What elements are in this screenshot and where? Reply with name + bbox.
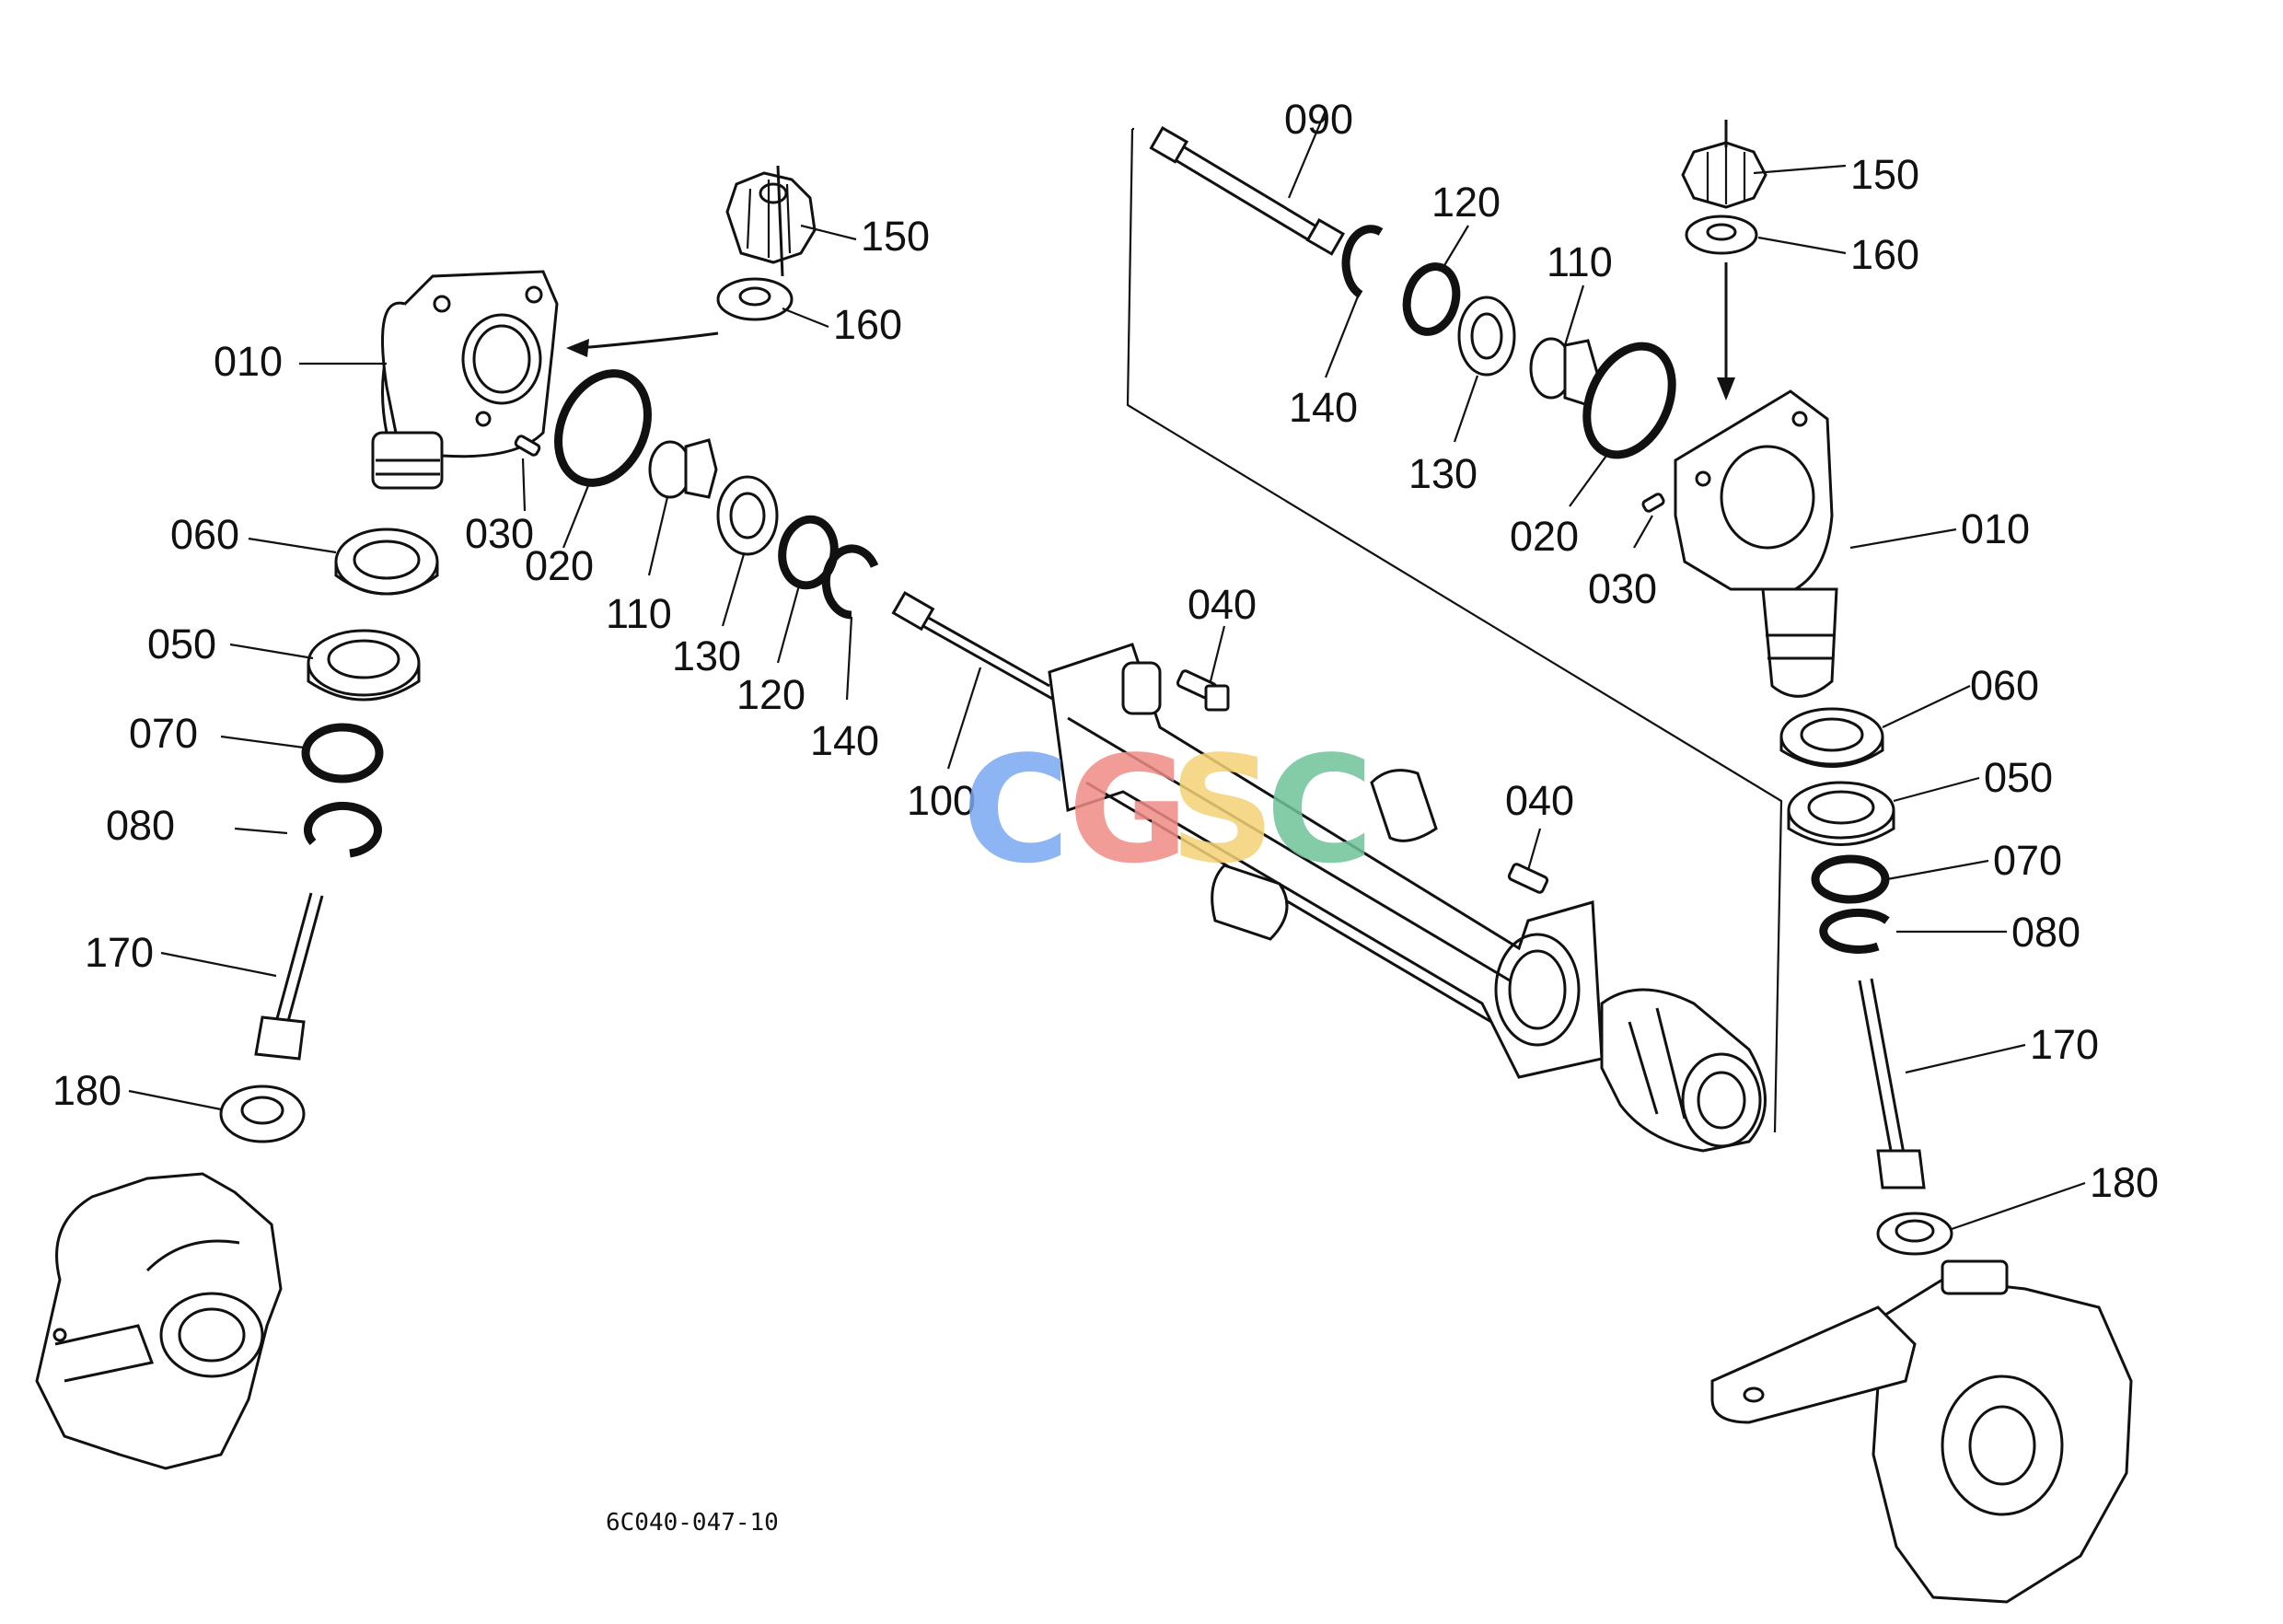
right-bearing-160 <box>1685 215 1758 255</box>
callout-030-left: 030 <box>465 510 534 557</box>
left-snap-ring-080 <box>304 802 382 858</box>
callout-120-right: 120 <box>1431 179 1501 226</box>
callout-090: 090 <box>1284 96 1353 143</box>
right-bearing-050 <box>1787 781 1895 846</box>
callout-060-right: 060 <box>1970 662 2039 709</box>
diagram-code: 6C040-047-10 <box>606 1509 779 1537</box>
callout-050-left: 050 <box>147 621 216 667</box>
callout-140-left: 140 <box>810 717 879 764</box>
callout-070-left: 070 <box>129 710 198 757</box>
callout-050-right: 050 <box>1984 754 2053 801</box>
callouts-left: 010 020 030 050 060 070 080 110 120 130 … <box>52 213 930 1114</box>
left-seal-060 <box>334 528 439 596</box>
callout-080-left: 080 <box>106 802 175 849</box>
left-gear-case-010 <box>371 270 559 490</box>
left-bearing-180 <box>219 1085 306 1143</box>
left-shaft-170 <box>254 892 324 1061</box>
left-snap-ring-140 <box>821 544 879 620</box>
right-ring-070 <box>1811 854 1890 904</box>
right-seal-060 <box>1779 707 1884 768</box>
callout-170-right: 170 <box>2030 1021 2099 1068</box>
center-shaft-100 <box>891 591 1055 702</box>
callouts-center: 040 040 100 <box>907 581 1574 824</box>
left-gear-150 <box>725 165 817 277</box>
callout-130-left: 130 <box>672 632 741 679</box>
left-o-ring-020 <box>554 369 652 487</box>
right-knuckle-housing <box>1710 1259 2133 1604</box>
callout-100: 100 <box>907 777 976 824</box>
callout-170-left: 170 <box>85 929 154 976</box>
callout-120-left: 120 <box>736 671 805 718</box>
right-snap-ring-080 <box>1819 908 1890 954</box>
right-bearing-130 <box>1457 296 1516 377</box>
differential-unit <box>1600 988 1767 1153</box>
callout-110-right: 110 <box>1547 238 1613 285</box>
left-pin-030 <box>514 435 541 457</box>
left-bearing-050 <box>307 629 421 702</box>
axle-tube <box>1048 643 1604 1079</box>
callout-020-left: 020 <box>525 542 594 589</box>
watermark-letter-g: G <box>1068 724 1188 896</box>
left-ring-070 <box>301 723 384 783</box>
callout-160-right: 160 <box>1850 231 1919 278</box>
callout-140-right: 140 <box>1289 384 1358 431</box>
left-bearing-160 <box>716 277 794 321</box>
callout-130-right: 130 <box>1408 450 1478 497</box>
callout-030-right: 030 <box>1588 565 1657 612</box>
callout-180-left: 180 <box>52 1067 122 1114</box>
callout-040-top: 040 <box>1188 581 1257 628</box>
bolt-040-bottom <box>1507 863 1549 894</box>
right-o-ring-020 <box>1582 342 1676 459</box>
callout-150-right: 150 <box>1850 151 1919 198</box>
bolt-040-top <box>1176 669 1230 712</box>
callout-110-left: 110 <box>606 590 672 637</box>
callouts-right: 010 020 030 050 060 070 080 090 110 120 … <box>1284 96 2159 1206</box>
left-arrowhead <box>566 339 589 357</box>
watermark-logo: C G S C <box>962 724 1373 896</box>
right-gear-150 <box>1681 120 1767 209</box>
right-snap-ring-140 <box>1341 225 1384 298</box>
right-shaft-170 <box>1858 978 1926 1189</box>
watermark-letter-c2: C <box>1266 724 1373 896</box>
right-pin-030 <box>1641 493 1665 513</box>
left-knuckle-housing <box>35 1172 283 1470</box>
right-shaft-090 <box>1149 126 1346 256</box>
callout-020-right: 020 <box>1510 513 1579 560</box>
callout-180-right: 180 <box>2090 1159 2159 1206</box>
watermark-letter-s: S <box>1169 724 1275 896</box>
callout-060-left: 060 <box>170 511 239 558</box>
leader-lines <box>128 110 2086 1231</box>
left-arrow <box>579 331 719 350</box>
right-gear-case-010 <box>1674 389 1838 698</box>
right-arrowhead <box>1717 377 1735 400</box>
callout-040-bottom: 040 <box>1505 777 1574 824</box>
assembly-frame <box>1126 127 1783 1133</box>
callout-010-right: 010 <box>1961 505 2030 552</box>
callout-010-left: 010 <box>214 338 283 385</box>
callout-160-left: 160 <box>833 301 902 348</box>
callout-080-right: 080 <box>2011 909 2080 956</box>
left-bearing-130 <box>716 475 779 556</box>
right-bearing-180 <box>1876 1212 1953 1256</box>
left-gear-110 <box>648 438 718 499</box>
callout-070-right: 070 <box>1993 837 2062 884</box>
watermark-letter-c1: C <box>962 724 1070 896</box>
callout-150-left: 150 <box>861 213 930 260</box>
right-ring-120 <box>1402 262 1461 336</box>
